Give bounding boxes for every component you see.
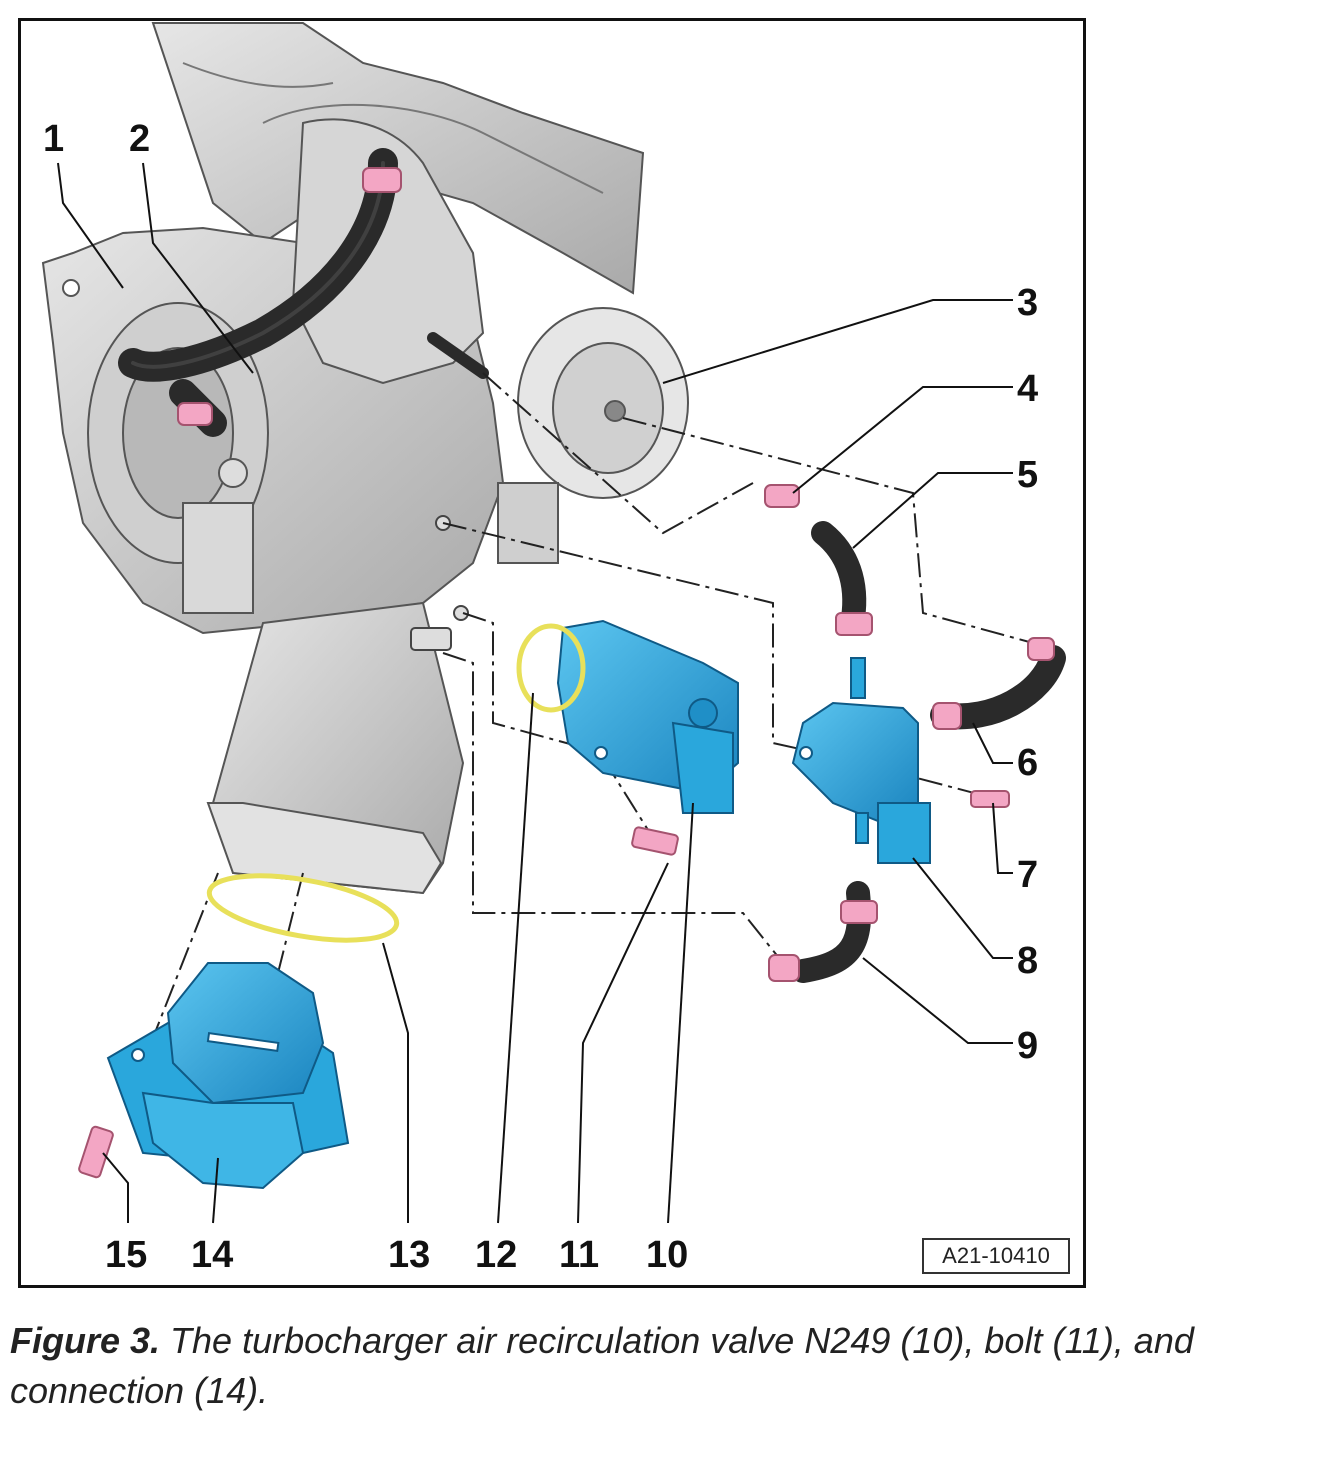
hose-5 bbox=[811, 521, 873, 636]
reference-code: A21-10410 bbox=[922, 1238, 1070, 1274]
callout-numbers: 1 2 3 4 5 6 7 8 9 15 14 13 12 11 10 bbox=[43, 118, 1038, 1276]
o-ring-12 bbox=[516, 623, 586, 713]
turbo-outlet-pipe bbox=[206, 601, 465, 895]
callout-4: 4 bbox=[1017, 368, 1038, 410]
callout-9: 9 bbox=[1017, 1025, 1038, 1067]
valve-8 bbox=[791, 657, 931, 864]
bolt-11 bbox=[631, 826, 679, 856]
figure-frame: 1 2 3 4 5 6 7 8 9 15 14 13 12 11 10 bbox=[18, 18, 1086, 1288]
callout-3: 3 bbox=[1017, 282, 1038, 324]
callout-2: 2 bbox=[129, 118, 150, 160]
callout-13: 13 bbox=[388, 1234, 430, 1276]
bolt-7 bbox=[970, 790, 1010, 808]
gasket-13 bbox=[206, 873, 400, 943]
connection-14 bbox=[106, 962, 350, 1190]
callout-1: 1 bbox=[43, 118, 64, 160]
clamp-4 bbox=[764, 484, 800, 508]
turbocharger-diagram: 1 2 3 4 5 6 7 8 9 15 14 13 12 11 10 bbox=[41, 22, 1066, 1276]
callout-10: 10 bbox=[646, 1234, 688, 1276]
hose-9 bbox=[768, 881, 878, 983]
callout-12: 12 bbox=[475, 1234, 517, 1276]
callout-14: 14 bbox=[191, 1234, 233, 1276]
callout-6: 6 bbox=[1017, 742, 1038, 784]
callout-8: 8 bbox=[1017, 940, 1038, 982]
callout-15: 15 bbox=[105, 1234, 147, 1276]
wastegate-actuator bbox=[497, 307, 689, 564]
leader-lines bbox=[57, 162, 1013, 1224]
caption-label: Figure 3. bbox=[10, 1320, 161, 1361]
hose-2 bbox=[118, 148, 402, 437]
caption-text: The turbocharger air recirculation valve… bbox=[10, 1320, 1194, 1411]
actuator-rod bbox=[427, 332, 489, 379]
figure-caption: Figure 3. The turbocharger air recircula… bbox=[10, 1316, 1310, 1416]
recirculation-valve-n249 bbox=[556, 619, 739, 814]
callout-7: 7 bbox=[1017, 854, 1038, 896]
bolt-15 bbox=[78, 1125, 114, 1179]
turbocharger-housing bbox=[41, 118, 505, 635]
hose-6 bbox=[930, 637, 1066, 730]
callout-5: 5 bbox=[1017, 454, 1038, 496]
callout-11: 11 bbox=[559, 1234, 599, 1276]
